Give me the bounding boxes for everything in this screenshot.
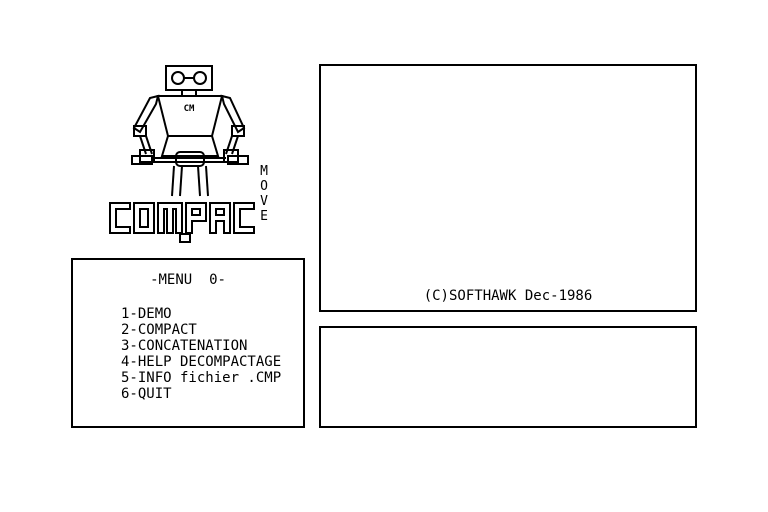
menu-item-concatenation[interactable]: 3-CONCATENATION (121, 338, 248, 354)
menu-list: 1-DEMO 2-COMPACT 3-CONCATENATION 4-HELP … (121, 306, 281, 402)
menu-title: -MENU 0- (150, 272, 226, 288)
robot-logo-graphic: CM (109, 65, 255, 243)
menu-item-quit[interactable]: 6-QUIT (121, 386, 172, 402)
robot-torso (156, 95, 224, 137)
robot-eye-left (171, 71, 185, 85)
display-panel: (C)SOFTHAWK Dec-1986 (319, 64, 697, 312)
compac-logo: CM MOVE (100, 60, 280, 250)
robot-eye-right (193, 71, 207, 85)
menu-item-demo[interactable]: 1-DEMO (121, 306, 172, 322)
menu-item-help-decompactage[interactable]: 4-HELP DECOMPACTAGE (121, 354, 282, 370)
menu-item-compact[interactable]: 2-COMPACT (121, 322, 197, 338)
menu-panel: -MENU 0- 1-DEMO 2-COMPACT 3-CONCATENATIO… (71, 258, 305, 428)
robot-chest-label: CM (184, 104, 195, 114)
menu-item-info-fichier[interactable]: 5-INFO fichier .CMP (121, 370, 282, 386)
copyright-text: (C)SOFTHAWK Dec-1986 (423, 288, 593, 304)
message-panel (319, 326, 697, 428)
move-vertical-text: MOVE (260, 164, 268, 224)
